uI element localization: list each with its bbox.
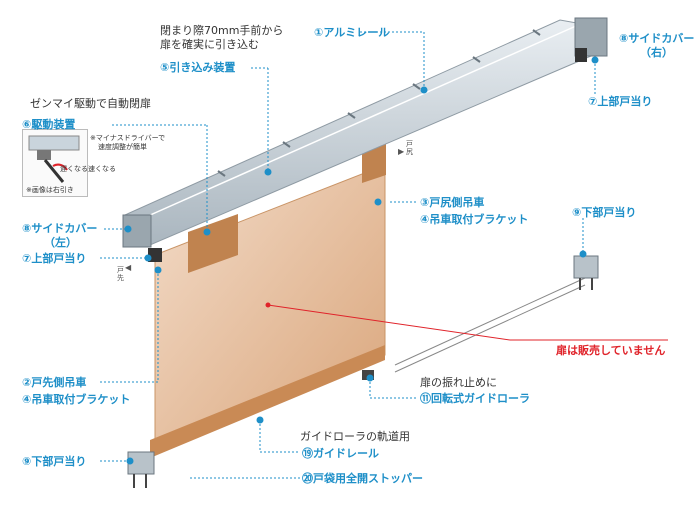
tip-bracket-label: ④吊車取付ブラケット bbox=[22, 393, 131, 406]
door-tip-label: 戸先 bbox=[117, 266, 124, 282]
door-tail-label: 戸尻 bbox=[406, 140, 413, 156]
drive-block bbox=[188, 214, 238, 273]
floor-guide-line-1 bbox=[394, 277, 586, 366]
floor-guide-line-2 bbox=[394, 284, 586, 373]
tip-hanger-label: ②戸先側吊車 bbox=[22, 376, 87, 389]
upper-stop-right-shape bbox=[575, 48, 587, 62]
rail-bolts bbox=[217, 29, 541, 177]
upper-stop-left-shape bbox=[148, 248, 162, 262]
tail-hanger-label: ③戸尻側吊車 bbox=[420, 196, 485, 209]
not-sold-leader bbox=[267, 304, 511, 341]
lower-stop-left-shape bbox=[127, 451, 155, 488]
side-cover-right-label-line1: ⑧サイドカバー bbox=[619, 32, 695, 45]
driver-note-line2: 速度調整が簡単 bbox=[98, 143, 147, 151]
guide-roller-shape bbox=[362, 370, 374, 380]
lower-stop-right-shape bbox=[573, 255, 599, 290]
door-marker bbox=[265, 302, 271, 308]
aluminum-rail-label: ①アルミレール bbox=[314, 26, 390, 39]
sway-note-label: 扉の振れ止めに bbox=[420, 376, 497, 389]
drive-unit-inset bbox=[22, 129, 88, 197]
tip-arrow-icon: ◀ bbox=[125, 263, 132, 272]
upper-stop-left-label: ⑦上部戸当り bbox=[22, 252, 87, 265]
spring-note-label: ゼンマイ駆動で自動閉扉 bbox=[30, 97, 151, 110]
closing-note-line1: 閉まり際70mm手前から bbox=[160, 24, 284, 37]
slow-label: 遅くなる bbox=[60, 165, 88, 173]
closing-note-line2: 扉を確実に引き込む bbox=[160, 38, 259, 51]
full-open-stopper-label: ⑳戸袋用全開ストッパー bbox=[302, 472, 423, 485]
tail-bracket-label: ④吊車取付ブラケット bbox=[420, 213, 529, 226]
guide-rail-label: ⑲ガイドレール bbox=[302, 447, 379, 460]
not-sold-label: 扉は販売していません bbox=[556, 344, 666, 357]
pull-in-label: ⑤引き込み装置 bbox=[160, 61, 236, 74]
fast-label: 速くなる bbox=[88, 165, 116, 173]
side-cover-left-label-line2: （左） bbox=[44, 236, 77, 249]
marker-dots bbox=[124, 56, 599, 465]
track-note-label: ガイドローラの軌道用 bbox=[300, 430, 410, 443]
guide-rail-bar bbox=[150, 345, 385, 458]
side-cover-right-label-line2: （右） bbox=[640, 46, 673, 59]
driver-note-line1: ※マイナスドライバーで bbox=[90, 134, 166, 142]
drive-unit-label: ⑥駆動装置 bbox=[22, 118, 76, 131]
inset-caption: ※画像は右引き bbox=[26, 186, 74, 194]
side-cover-left-label-line1: ⑧サイドカバー bbox=[22, 222, 98, 235]
tail-arrow-icon: ▶ bbox=[398, 147, 405, 156]
lower-stop-left-label: ⑨下部戸当り bbox=[22, 455, 87, 468]
rail-highlight bbox=[129, 21, 586, 225]
tail-hanger-block bbox=[362, 144, 386, 183]
leader-lines bbox=[100, 31, 596, 479]
lower-stop-right-label: ⑨下部戸当り bbox=[572, 206, 637, 219]
guide-roller-label: ⑪回転式ガイドローラ bbox=[420, 392, 530, 405]
upper-stop-right-label: ⑦上部戸当り bbox=[588, 95, 653, 108]
